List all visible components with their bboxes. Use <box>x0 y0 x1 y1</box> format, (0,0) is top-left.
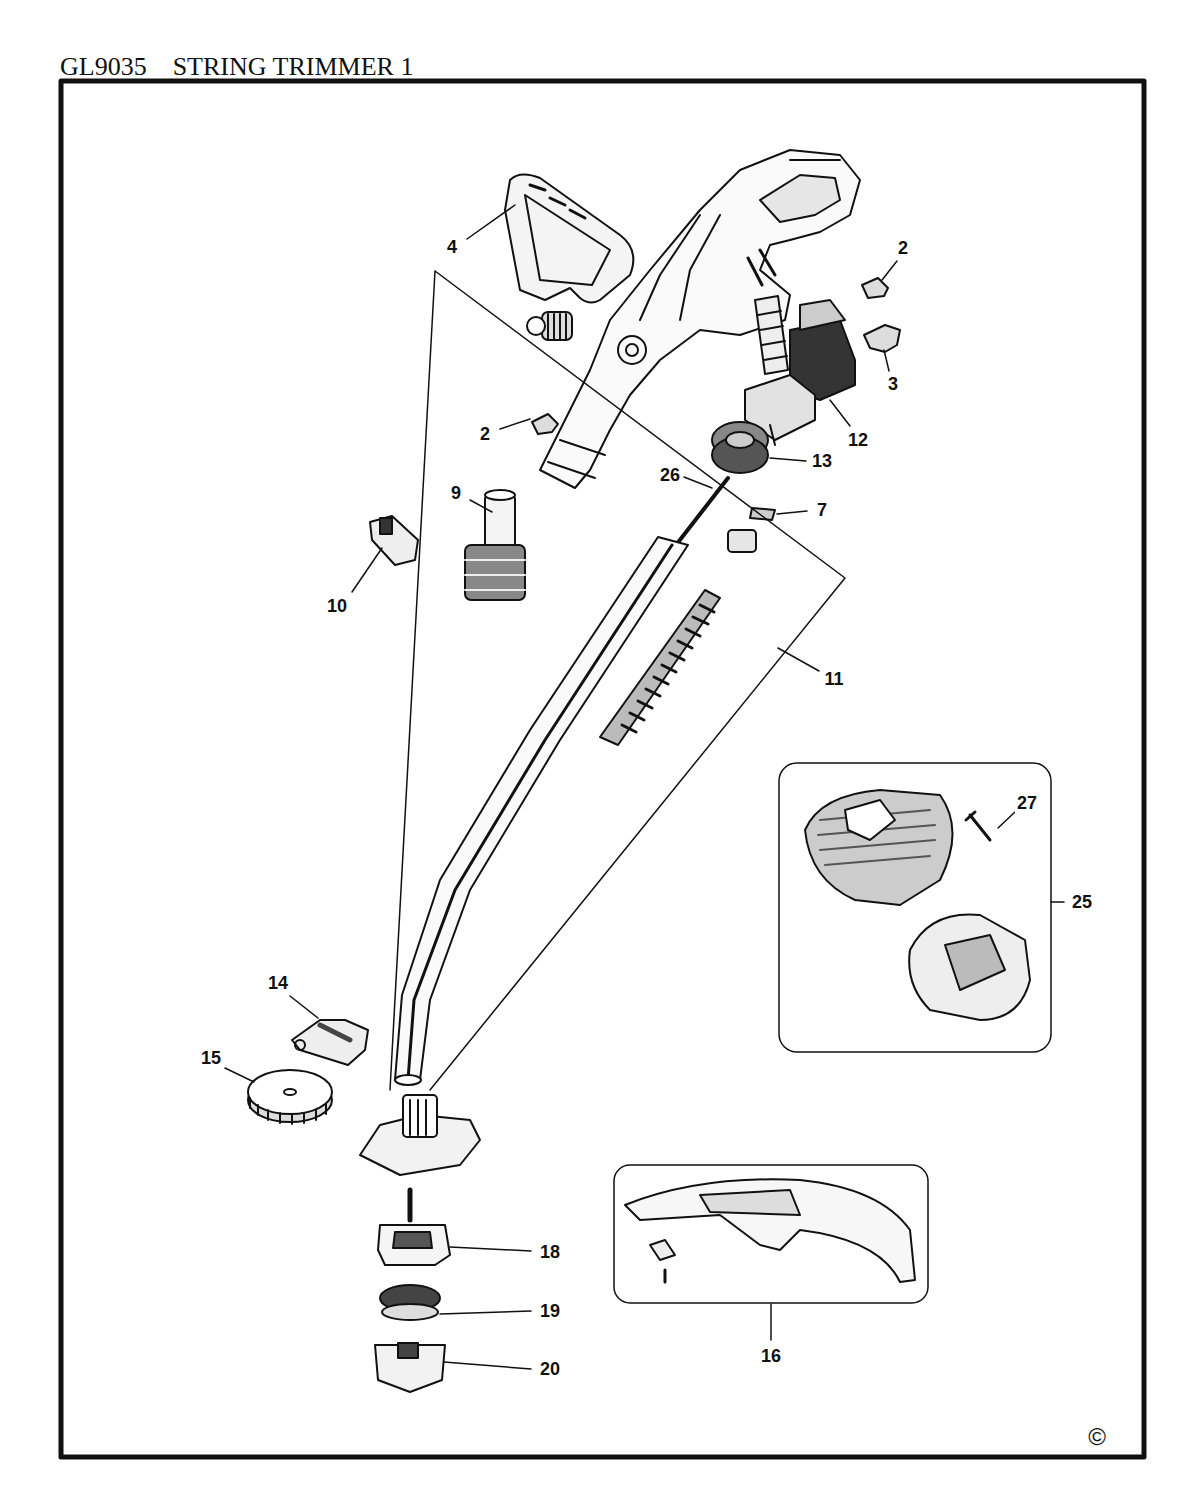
callout-number: 4 <box>445 237 459 257</box>
copyright-mark: © <box>1088 1425 1106 1449</box>
callout-number: 13 <box>810 451 834 471</box>
callout-number: 16 <box>759 1346 783 1366</box>
callout-number: 2 <box>478 424 492 444</box>
callout-number: 18 <box>538 1242 562 1262</box>
callout-number: 26 <box>658 465 682 485</box>
callout-number: 14 <box>266 973 290 993</box>
callout-number: 15 <box>199 1048 223 1068</box>
callout-number: 12 <box>846 430 870 450</box>
callout-number: 2 <box>896 238 910 258</box>
callout-number: 20 <box>538 1359 562 1379</box>
callout-number: 19 <box>538 1301 562 1321</box>
callout-number: 7 <box>815 500 829 520</box>
diagram-title: GL9035 STRING TRIMMER 1 <box>60 54 413 80</box>
callout-number: 3 <box>886 374 900 394</box>
callout-number: 10 <box>325 596 349 616</box>
callout-number: 9 <box>449 483 463 503</box>
callout-number: 27 <box>1015 793 1039 813</box>
callout-number: 11 <box>822 669 845 689</box>
callout-number: 25 <box>1070 892 1094 912</box>
